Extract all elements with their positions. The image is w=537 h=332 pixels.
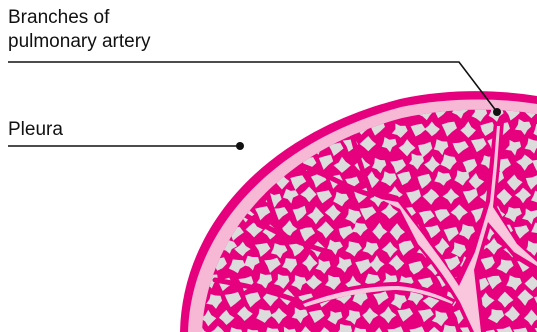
- alveolus: [183, 136, 198, 153]
- alveolus: [207, 123, 223, 138]
- alveolus: [270, 102, 286, 119]
- alveolus: [183, 172, 200, 187]
- alveolus: [200, 143, 215, 156]
- alveolus: [265, 120, 281, 137]
- alveolus: [183, 205, 198, 220]
- label-pleura: Pleura: [8, 118, 63, 142]
- alveolus: [256, 142, 272, 157]
- label-branches-of-pulmonary-artery: Branches of pulmonary artery: [8, 6, 151, 54]
- alveolus: [189, 191, 205, 207]
- alveolus: [247, 125, 262, 140]
- label-artery-line-2: pulmonary artery: [8, 30, 151, 54]
- alveolus: [218, 141, 234, 156]
- alveolus: [216, 107, 231, 123]
- pleura-leader-dot: [236, 142, 244, 150]
- alveolus: [244, 158, 259, 172]
- alveolus: [239, 106, 254, 119]
- alveolus: [279, 123, 295, 138]
- alveolus: [311, 107, 327, 121]
- alveolus: [193, 156, 208, 171]
- alveolus: [325, 107, 341, 122]
- alveolus: [208, 156, 224, 172]
- alveolus: [229, 125, 245, 139]
- alveolus: [217, 174, 232, 187]
- alveolus: [210, 189, 226, 204]
- alveolus: [290, 105, 305, 119]
- artery-leader-dot: [493, 108, 501, 116]
- alveolus: [201, 173, 216, 188]
- alveolus: [229, 155, 244, 170]
- alveolus: [181, 241, 197, 256]
- alveolus: [182, 106, 198, 120]
- alveolus: [191, 122, 206, 136]
- alveolus: [199, 105, 214, 121]
- label-artery-line-1: Branches of: [8, 6, 151, 30]
- alveolus: [256, 104, 272, 119]
